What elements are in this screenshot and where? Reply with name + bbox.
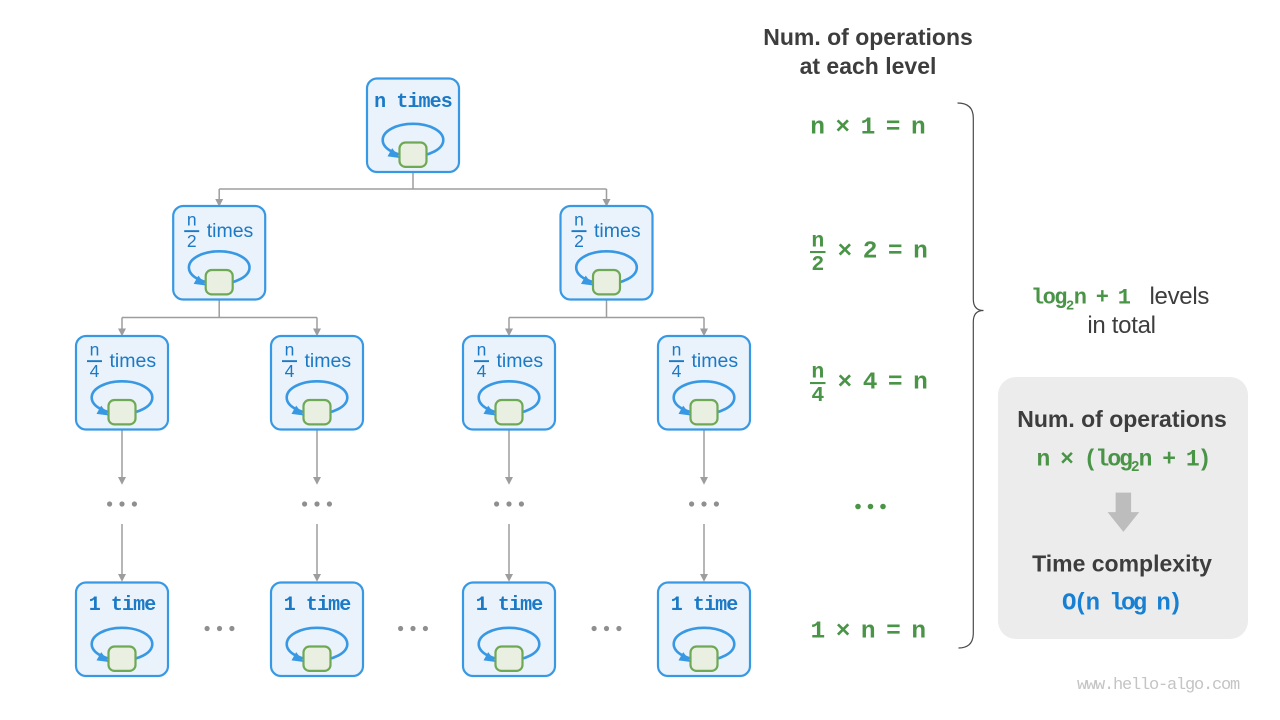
svg-text:Num. of operations: Num. of operations: [763, 24, 973, 50]
svg-text:4: 4: [477, 361, 487, 381]
svg-text:4: 4: [285, 361, 295, 381]
svg-text:n × 1 = n: n × 1 = n: [810, 115, 925, 142]
svg-text:2: 2: [574, 231, 584, 251]
svg-text:times: times: [497, 350, 544, 372]
svg-text:n: n: [187, 210, 197, 230]
svg-text:1 × n = n: 1 × n = n: [811, 619, 926, 646]
svg-text:n: n: [811, 361, 824, 385]
svg-text:times: times: [305, 350, 352, 372]
svg-text:O(n log n): O(n log n): [1062, 591, 1180, 618]
svg-text:times: times: [110, 350, 157, 372]
svg-text:log2n + 1: log2n + 1: [1031, 286, 1131, 315]
svg-text:1 time: 1 time: [671, 594, 739, 617]
svg-text:n: n: [574, 210, 584, 230]
svg-text:n: n: [672, 340, 682, 360]
svg-text:levels: levels: [1150, 283, 1210, 310]
svg-text:× 4 = n: × 4 = n: [838, 370, 928, 397]
svg-text:Time complexity: Time complexity: [1032, 551, 1212, 577]
svg-text:n times: n times: [374, 91, 452, 114]
svg-text:at each level: at each level: [800, 53, 937, 79]
svg-text:in total: in total: [1087, 312, 1155, 339]
svg-text:4: 4: [811, 384, 824, 408]
svg-text:n: n: [477, 340, 487, 360]
svg-text:4: 4: [90, 361, 100, 381]
svg-text:Num. of operations: Num. of operations: [1017, 406, 1227, 432]
svg-text:times: times: [207, 220, 254, 242]
svg-text:times: times: [594, 220, 641, 242]
svg-text:times: times: [692, 350, 739, 372]
svg-text:4: 4: [672, 361, 682, 381]
svg-text:2: 2: [811, 253, 824, 277]
svg-text:1 time: 1 time: [89, 594, 157, 617]
svg-text:n: n: [90, 340, 100, 360]
svg-text:n: n: [811, 230, 824, 254]
svg-text:1 time: 1 time: [284, 594, 352, 617]
svg-text:1 time: 1 time: [476, 594, 544, 617]
svg-text:2: 2: [187, 231, 197, 251]
svg-text:n × (log2n + 1): n × (log2n + 1): [1037, 446, 1210, 476]
svg-text:n: n: [285, 340, 295, 360]
svg-text:× 2 = n: × 2 = n: [838, 239, 928, 266]
svg-text:www.hello-algo.com: www.hello-algo.com: [1077, 676, 1240, 695]
